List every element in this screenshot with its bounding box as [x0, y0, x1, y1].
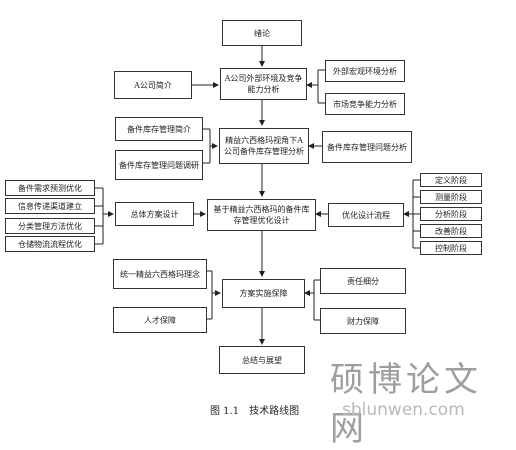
node-opt-process: 优化设计流程	[328, 203, 404, 227]
node-info-channel: 信息传递渠道建立	[5, 198, 95, 214]
node-company-intro: A公司简介	[114, 71, 192, 99]
node-overall-design: 总体方案设计	[115, 202, 194, 226]
node-phase-control: 控制阶段	[420, 241, 482, 255]
node-design-core: 基于精益六西格玛的备件库存管理优化设计	[207, 199, 316, 231]
node-talent: 人才保障	[113, 307, 207, 333]
node-phase-measure: 测量阶段	[420, 190, 482, 204]
node-responsibility: 责任细分	[320, 268, 406, 294]
node-inv-intro: 备件库存管理简介	[115, 117, 203, 141]
node-demand-forecast: 备件需求预测优化	[5, 180, 95, 196]
node-conclusion: 总结与展望	[219, 346, 305, 374]
node-inv-problem: 备件库存管理问题分析	[322, 131, 412, 163]
node-warehouse-flow: 仓储物流流程优化	[5, 236, 95, 252]
node-implementation: 方案实施保障	[222, 279, 305, 308]
node-intro: 绪论	[222, 20, 302, 46]
node-macro-env: 外部宏观环境分析	[325, 60, 405, 82]
node-phase-improve: 改善阶段	[420, 224, 482, 238]
node-classification: 分类管理方法优化	[5, 218, 95, 234]
node-phase-define: 定义阶段	[420, 173, 482, 187]
node-lss-analysis: 精益六西格玛视角下A公司备件库存管理分析	[219, 128, 309, 164]
node-env-analysis: A公司外部环境及竞争能力分析	[220, 68, 307, 100]
watermark-chinese: 硕博论文网	[330, 360, 482, 449]
node-phase-analyze: 分析阶段	[420, 207, 482, 221]
watermark-url: sblunwen.com	[342, 400, 465, 420]
connector-lines	[95, 46, 420, 345]
figure-caption: 图 1.1 技术路线图	[210, 406, 300, 417]
node-market-comp: 市场竞争能力分析	[325, 93, 405, 115]
node-unified-concept: 统一精益六西格玛理念	[113, 259, 207, 289]
node-finance: 财力保障	[320, 308, 406, 334]
node-inv-survey: 备件库存管理问题调研	[115, 150, 203, 180]
